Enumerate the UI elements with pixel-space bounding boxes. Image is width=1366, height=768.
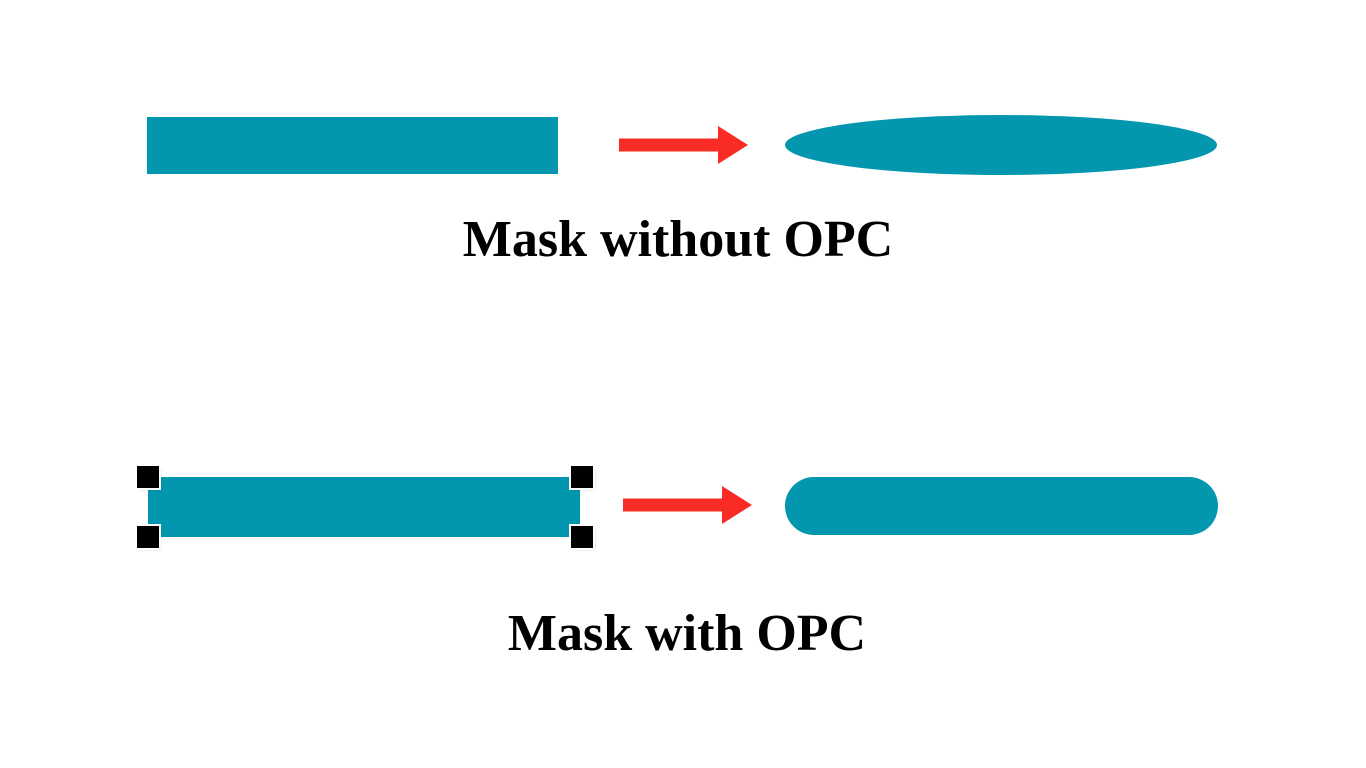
right-arrow-icon — [619, 126, 748, 164]
opc-serif-top-right — [571, 466, 593, 488]
opc-serif-bottom-right — [571, 526, 593, 548]
caption-mask-with-opc: Mask with OPC — [507, 605, 867, 662]
mask-rectangle-with-opc — [148, 477, 580, 537]
opc-serif-bottom-left — [137, 526, 159, 548]
printed-shape-ellipse — [785, 115, 1217, 175]
opc-serif-top-left — [137, 466, 159, 488]
mask-rectangle-without-opc — [147, 117, 558, 174]
caption-mask-without-opc: Mask without OPC — [462, 211, 894, 268]
right-arrow-icon — [623, 486, 752, 524]
printed-shape-capsule — [785, 477, 1218, 535]
